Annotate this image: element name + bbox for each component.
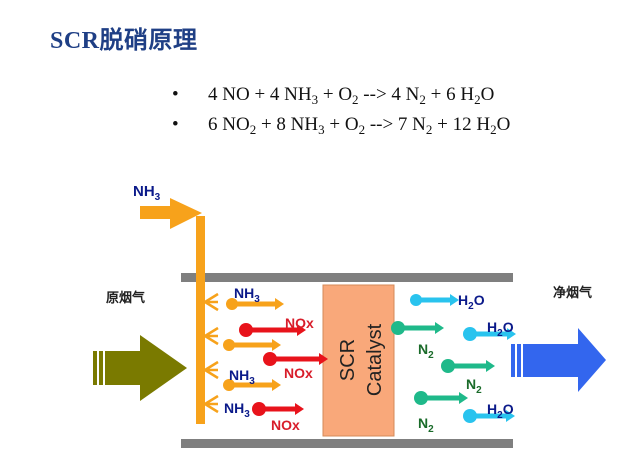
n2-molecule-arrow: [441, 359, 495, 373]
raw-flue-gas-label: 原烟气: [106, 290, 145, 305]
nox-label: NOx: [284, 365, 313, 381]
duct-bottom-wall: [181, 439, 513, 448]
nox-label: NOx: [271, 417, 300, 433]
equation-term: 4 NO + 4 NH: [208, 84, 312, 105]
nh3-inlet-label: NH3: [133, 183, 161, 203]
nh3-molecule-arrow: [226, 298, 284, 310]
equation-term: + 8 NH: [256, 114, 319, 135]
catalyst-label-scr: SCR: [337, 339, 359, 381]
duct-top-wall: [181, 273, 513, 282]
equation-term: + O: [324, 114, 359, 135]
subscript: 2: [358, 122, 366, 137]
equation-term: 6 NO: [208, 114, 250, 135]
h2o-molecule-arrow: [463, 327, 516, 341]
equation-term: --> 4 N: [358, 84, 420, 105]
h2o-molecule-arrow: [410, 294, 459, 306]
subscript: 2: [249, 122, 257, 137]
equation-term: + O: [318, 84, 353, 105]
equation-term: O: [496, 114, 511, 135]
n2-label: N2: [466, 376, 482, 396]
nox-molecule-arrow: [239, 323, 306, 337]
equation-2: •6 NO2 + 8 NH3 + O2 --> 7 N2 + 12 H2O: [172, 114, 510, 136]
nox-label: NOx: [285, 315, 314, 331]
subscript: 2: [352, 92, 359, 107]
injection-nozzles: [204, 292, 219, 414]
raw-flue-gas-arrow: [93, 335, 187, 401]
equation-1: •4 NO + 4 NH3 + O2 --> 4 N2 + 6 H2O: [172, 84, 494, 106]
nh3-label: NH3: [234, 285, 260, 305]
bullet: •: [172, 84, 179, 105]
equation-term: + 12 H: [432, 114, 491, 135]
subscript: 3: [318, 122, 325, 137]
nh3-label: NH3: [229, 367, 255, 387]
nox-molecule-arrow: [252, 402, 304, 416]
n2-label: N2: [418, 415, 434, 435]
nh3-label: NH3: [224, 400, 250, 420]
equation-text: 6 NO2 + 8 NH3 + O2 --> 7 N2 + 12 H2O: [208, 114, 511, 137]
subscript: 2: [419, 92, 426, 107]
subscript: 2: [474, 92, 481, 107]
nh3-inlet-arrow: [140, 198, 202, 229]
equation-text: 4 NO + 4 NH3 + O2 --> 4 N2 + 6 H2O: [208, 84, 495, 107]
catalyst-label-catalyst: Catalyst: [364, 323, 386, 396]
h2o-molecule-arrow: [463, 409, 515, 423]
n2-label: N2: [418, 341, 434, 361]
equation-term: + 6 H: [425, 84, 475, 105]
equation-term: --> 7 N: [365, 114, 426, 135]
n2-molecule-arrow: [414, 391, 468, 405]
h2o-label: H2O: [458, 292, 485, 312]
n2-molecule-arrow: [391, 321, 444, 335]
equation-term: O: [480, 84, 495, 105]
clean-flue-gas-arrow: [511, 328, 606, 392]
h2o-label: H2O: [487, 401, 514, 421]
page-title: SCR脱硝原理: [50, 28, 198, 54]
subscript: 2: [490, 122, 497, 137]
nh3-molecule-arrow: [223, 339, 281, 351]
subscript: 3: [311, 92, 319, 107]
clean-flue-gas-label: 净烟气: [553, 285, 592, 300]
h2o-label: H2O: [487, 319, 514, 339]
nh3-molecule-arrow: [223, 379, 281, 391]
nh3-injection-pipe: [196, 216, 205, 424]
nox-molecule-arrow: [263, 352, 328, 366]
bullet: •: [172, 114, 179, 135]
molecule-arrows: [223, 294, 516, 423]
scr-catalyst-block: [322, 284, 395, 437]
subscript: 2: [425, 122, 433, 137]
